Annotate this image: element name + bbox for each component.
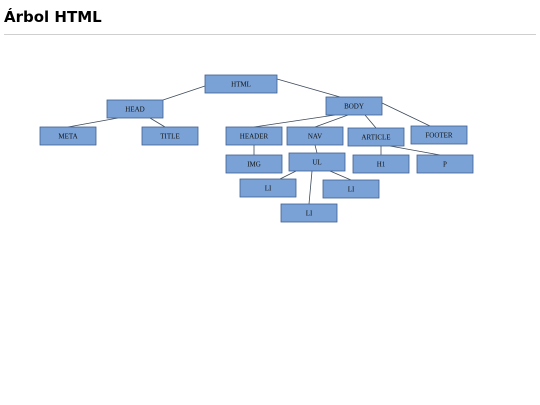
node-label-meta: META	[58, 133, 77, 141]
node-box-li3	[280, 203, 338, 223]
node-box-title	[141, 126, 199, 146]
node-box-footer	[410, 125, 468, 145]
node-html: HTML	[204, 74, 278, 94]
node-box-h1	[352, 154, 410, 174]
edge-ul-li3	[308, 170, 313, 205]
node-box-meta	[39, 126, 97, 146]
node-header: HEADER	[225, 126, 283, 146]
node-li2: LI	[322, 179, 380, 199]
node-box-nav	[286, 126, 344, 146]
node-label-article: ARTICLE	[361, 134, 390, 142]
node-label-footer: FOOTER	[425, 132, 453, 140]
node-label-img: IMG	[247, 161, 261, 169]
page-title: Árbol HTML	[4, 8, 102, 26]
node-label-li2: LI	[348, 186, 355, 194]
node-label-body: BODY	[344, 103, 364, 111]
edge-head-title	[149, 117, 166, 128]
node-head: HEAD	[106, 99, 164, 119]
node-box-img	[225, 154, 283, 174]
tree-nodes: HTML HEAD BODY META TITLE HEADER NAV ARTICLE FOO…	[39, 74, 474, 223]
node-box-li2	[322, 179, 380, 199]
node-label-li1: LI	[265, 185, 272, 193]
node-li1: LI	[239, 178, 297, 198]
node-h1: H1	[352, 154, 410, 174]
node-title: TITLE	[141, 126, 199, 146]
node-footer: FOOTER	[410, 125, 468, 145]
node-label-title: TITLE	[160, 133, 179, 141]
node-p: P	[416, 154, 474, 174]
node-label-html: HTML	[231, 81, 251, 89]
edge-body-nav	[314, 114, 349, 128]
tree-edges	[67, 78, 441, 205]
node-label-ul: UL	[312, 159, 321, 167]
edge-body-article	[364, 114, 377, 129]
edge-nav-ul	[314, 144, 318, 154]
node-nav: NAV	[286, 126, 344, 146]
edge-ul-li2	[329, 170, 352, 181]
edge-html-head	[162, 85, 206, 101]
node-article: ARTICLE	[347, 127, 405, 147]
node-label-header: HEADER	[240, 133, 269, 141]
edge-head-meta	[67, 117, 119, 128]
node-img: IMG	[225, 154, 283, 174]
node-box-body	[325, 96, 383, 116]
node-label-p: P	[443, 161, 447, 169]
edge-ul-li1	[279, 170, 297, 180]
node-meta: META	[39, 126, 97, 146]
node-body: BODY	[325, 96, 383, 116]
node-box-ul	[288, 152, 346, 172]
node-box-header	[225, 126, 283, 146]
node-box-head	[106, 99, 164, 119]
node-li3: LI	[280, 203, 338, 223]
edge-html-body	[276, 78, 341, 98]
edge-body-footer	[381, 102, 431, 127]
node-box-p	[416, 154, 474, 174]
node-box-li1	[239, 178, 297, 198]
node-ul: UL	[288, 152, 346, 172]
node-label-h1: H1	[377, 161, 386, 169]
edge-article-p	[389, 145, 441, 156]
edge-body-header	[253, 114, 336, 128]
node-label-nav: NAV	[308, 133, 322, 141]
node-box-html	[204, 74, 278, 94]
node-label-head: HEAD	[125, 106, 144, 114]
node-label-li3: LI	[306, 210, 313, 218]
node-box-article	[347, 127, 405, 147]
title-divider	[4, 34, 536, 35]
